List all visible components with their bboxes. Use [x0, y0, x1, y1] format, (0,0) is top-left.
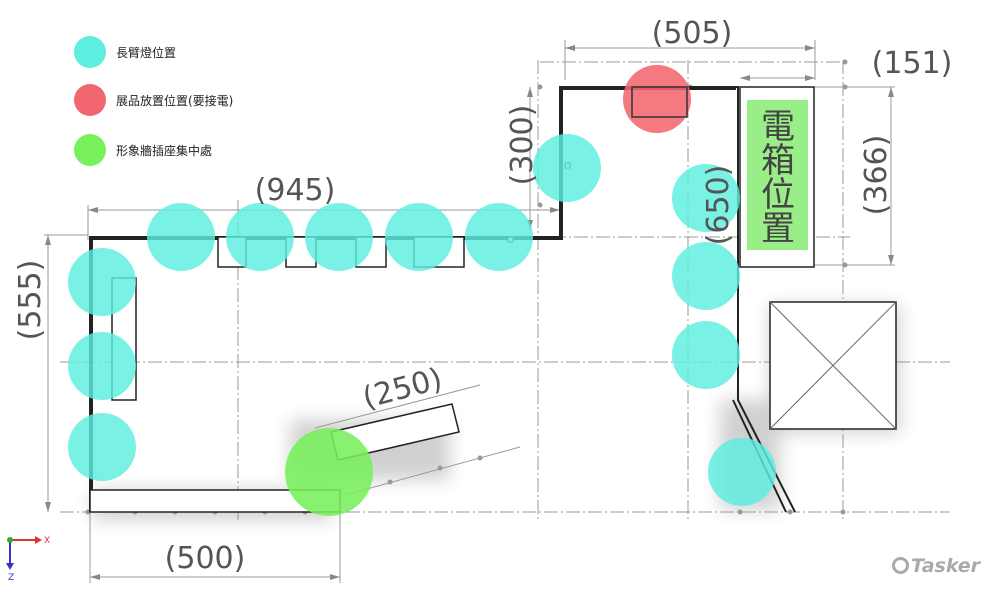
- panel-line-1: 電: [761, 107, 795, 147]
- legend-swatch-exhibit: [74, 84, 106, 116]
- electric-box-panel: 電 箱 位 置: [747, 100, 808, 250]
- dimension-505: (505): [652, 16, 733, 51]
- dimension-366: (366): [859, 135, 894, 216]
- axis-z-label: Z: [8, 573, 14, 583]
- lamp-marker: [533, 134, 601, 202]
- legend-swatch-socket: [74, 134, 106, 166]
- lamp-marker: [672, 242, 740, 310]
- dimension-151: (151): [872, 46, 953, 81]
- legend-swatch-lamp: [74, 36, 106, 68]
- lamp-marker: [305, 203, 373, 271]
- dimension-arrows: [45, 45, 894, 580]
- lamp-marker: [147, 203, 215, 271]
- lamp-marker: [68, 248, 136, 316]
- lamp-marker: [385, 203, 453, 271]
- watermark: Tasker: [892, 555, 980, 577]
- legend-item-exhibit: 展品放置位置(要接電): [74, 84, 334, 116]
- axis-x-label: X: [44, 536, 50, 546]
- axis-triad: X Z: [6, 536, 50, 583]
- dimension-300: (300): [505, 105, 540, 186]
- lamp-marker: [68, 332, 136, 400]
- dimension-945: (945): [255, 173, 336, 208]
- panel-line-4: 置: [761, 209, 795, 249]
- exhibit-marker: [623, 65, 691, 133]
- lamp-marker: [672, 321, 740, 389]
- legend-label-exhibit: 展品放置位置(要接電): [116, 94, 234, 108]
- dimension-500: (500): [165, 541, 246, 576]
- lamp-markers: [68, 134, 776, 506]
- dimension-555: (555): [13, 260, 48, 341]
- lamp-marker: [672, 164, 740, 232]
- legend-label-socket: 形象牆插座集中處: [116, 144, 213, 158]
- lamp-marker: [708, 438, 776, 506]
- lamp-marker: [465, 203, 533, 271]
- watermark-text: Tasker: [911, 555, 981, 577]
- tasker-logo-icon: [892, 557, 909, 574]
- legend-item-socket: 形象牆插座集中處: [74, 134, 334, 166]
- dimension-650: (650): [701, 165, 736, 246]
- lamp-marker: [68, 413, 136, 481]
- electric-box-panel-bg: [747, 100, 808, 250]
- legend-label-lamp: 長臂燈位置: [116, 46, 177, 60]
- socket-marker: [285, 428, 373, 516]
- lamp-marker: [226, 203, 294, 271]
- panel-line-2: 箱: [761, 141, 795, 181]
- legend-item-lamp: 長臂燈位置: [74, 36, 334, 68]
- panel-line-3: 位: [761, 175, 795, 215]
- exhibit-marker-circle: [623, 65, 691, 133]
